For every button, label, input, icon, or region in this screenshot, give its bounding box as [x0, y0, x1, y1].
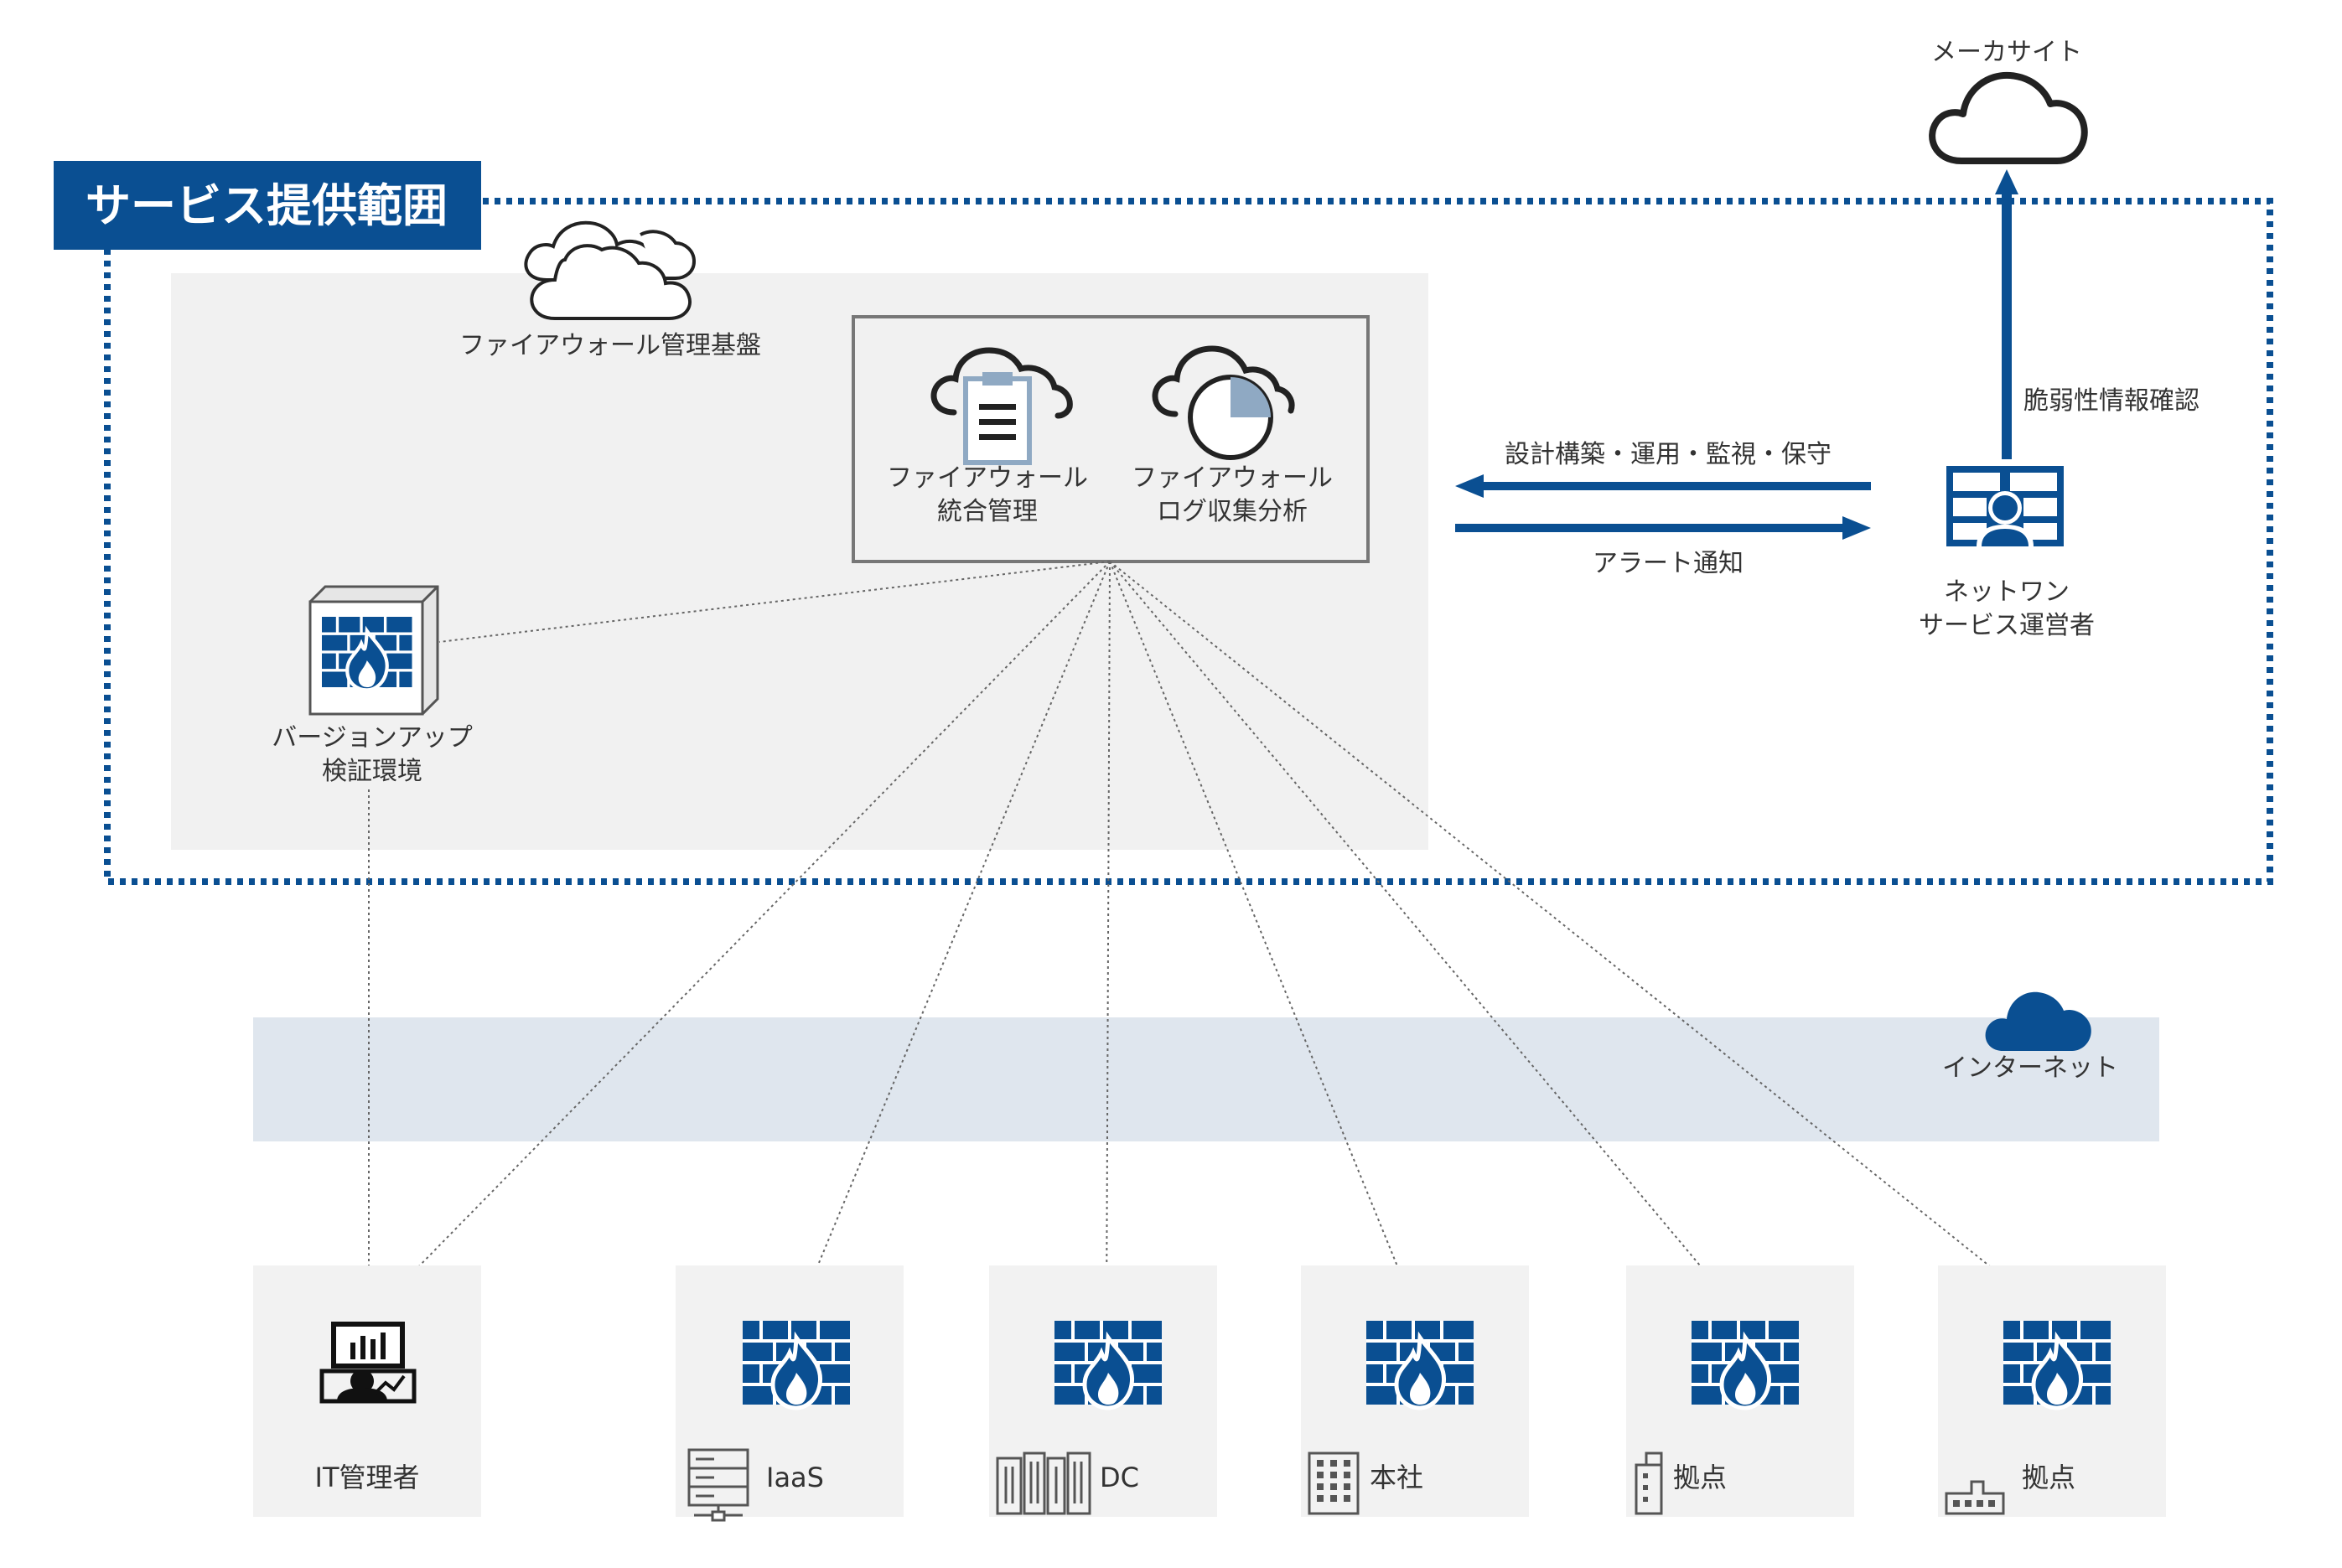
- admin-monitor-icon: [319, 1322, 417, 1404]
- service-scope-title-box: [54, 161, 481, 250]
- link-mgmt-hq: [1109, 561, 1419, 1318]
- fw-platform-label: ファイアウォール管理基盤: [459, 331, 761, 360]
- internet-band: [253, 1017, 2159, 1141]
- verify-firewall-icon: [308, 585, 439, 716]
- site-label-branch1: 拠点: [1673, 1462, 1727, 1493]
- alert-label: アラート通知: [1593, 549, 1744, 578]
- site-label-it-admin: IT管理者: [315, 1462, 420, 1493]
- site-label-dc: DC: [1100, 1462, 1139, 1493]
- fw-log-label-line1: ファイアウォール: [1132, 463, 1333, 493]
- hq-firewall-icon: [1366, 1321, 1474, 1408]
- iaas-firewall-icon: [743, 1321, 850, 1408]
- maker-site-cloud-icon: [1929, 71, 2088, 164]
- service-scope-border: [104, 198, 2273, 885]
- server-rack-icon: [687, 1448, 749, 1522]
- datacenter-icon: [996, 1452, 1091, 1515]
- link-mgmt-dc: [1106, 561, 1111, 1318]
- verify-label-line2: 検証環境: [322, 757, 422, 786]
- link-mgmt-branch2: [1109, 561, 2054, 1318]
- design-ops-arrowhead: [1455, 474, 1484, 498]
- dc-firewall-icon: [1054, 1321, 1162, 1408]
- factory-icon: [1945, 1480, 2005, 1515]
- operator-label-line1: ネットワン: [1944, 577, 2070, 607]
- link-mgmt-iaas: [795, 561, 1111, 1318]
- site-label-branch2: 拠点: [2022, 1462, 2075, 1493]
- alert-arrowhead: [1842, 516, 1871, 540]
- vuln-check-arrowhead: [1995, 169, 2018, 194]
- fw-integrated-label-line2: 統合管理: [937, 497, 1038, 526]
- link-mgmt-branch1: [1109, 561, 1744, 1318]
- service-scope-title: サービス提供範囲: [85, 179, 448, 232]
- link-mgmt-itadmin: [368, 561, 1111, 1318]
- building-icon: [1308, 1452, 1360, 1515]
- small-office-icon: [1635, 1452, 1663, 1515]
- branch1-firewall-icon: [1692, 1321, 1799, 1408]
- maker-site-label: メーカサイト: [1931, 38, 2082, 67]
- integrated-management-icon: [930, 347, 1073, 465]
- fw-integrated-label-line1: ファイアウォール: [887, 463, 1088, 493]
- log-analysis-icon: [1152, 345, 1295, 460]
- internet-label: インターネット: [1942, 1053, 2118, 1083]
- platform-cloud-icon: [524, 220, 697, 320]
- connection-lines: [368, 561, 2054, 1318]
- verify-label-line1: バージョンアップ: [272, 723, 472, 753]
- internet-cloud-icon: [1985, 991, 2091, 1051]
- operator-icon: [1946, 466, 2064, 546]
- operator-label-line2: サービス運営者: [1919, 611, 2095, 640]
- design-ops-label: 設計構築・運用・監視・保守: [1505, 440, 1832, 469]
- site-label-hq: 本社: [1370, 1462, 1423, 1493]
- link-mgmt-verify: [438, 561, 1111, 643]
- vuln-check-label: 脆弱性情報確認: [2023, 386, 2200, 416]
- branch2-firewall-icon: [2003, 1321, 2111, 1408]
- fw-log-label-line2: ログ収集分析: [1157, 497, 1308, 526]
- site-label-iaas: IaaS: [766, 1462, 824, 1493]
